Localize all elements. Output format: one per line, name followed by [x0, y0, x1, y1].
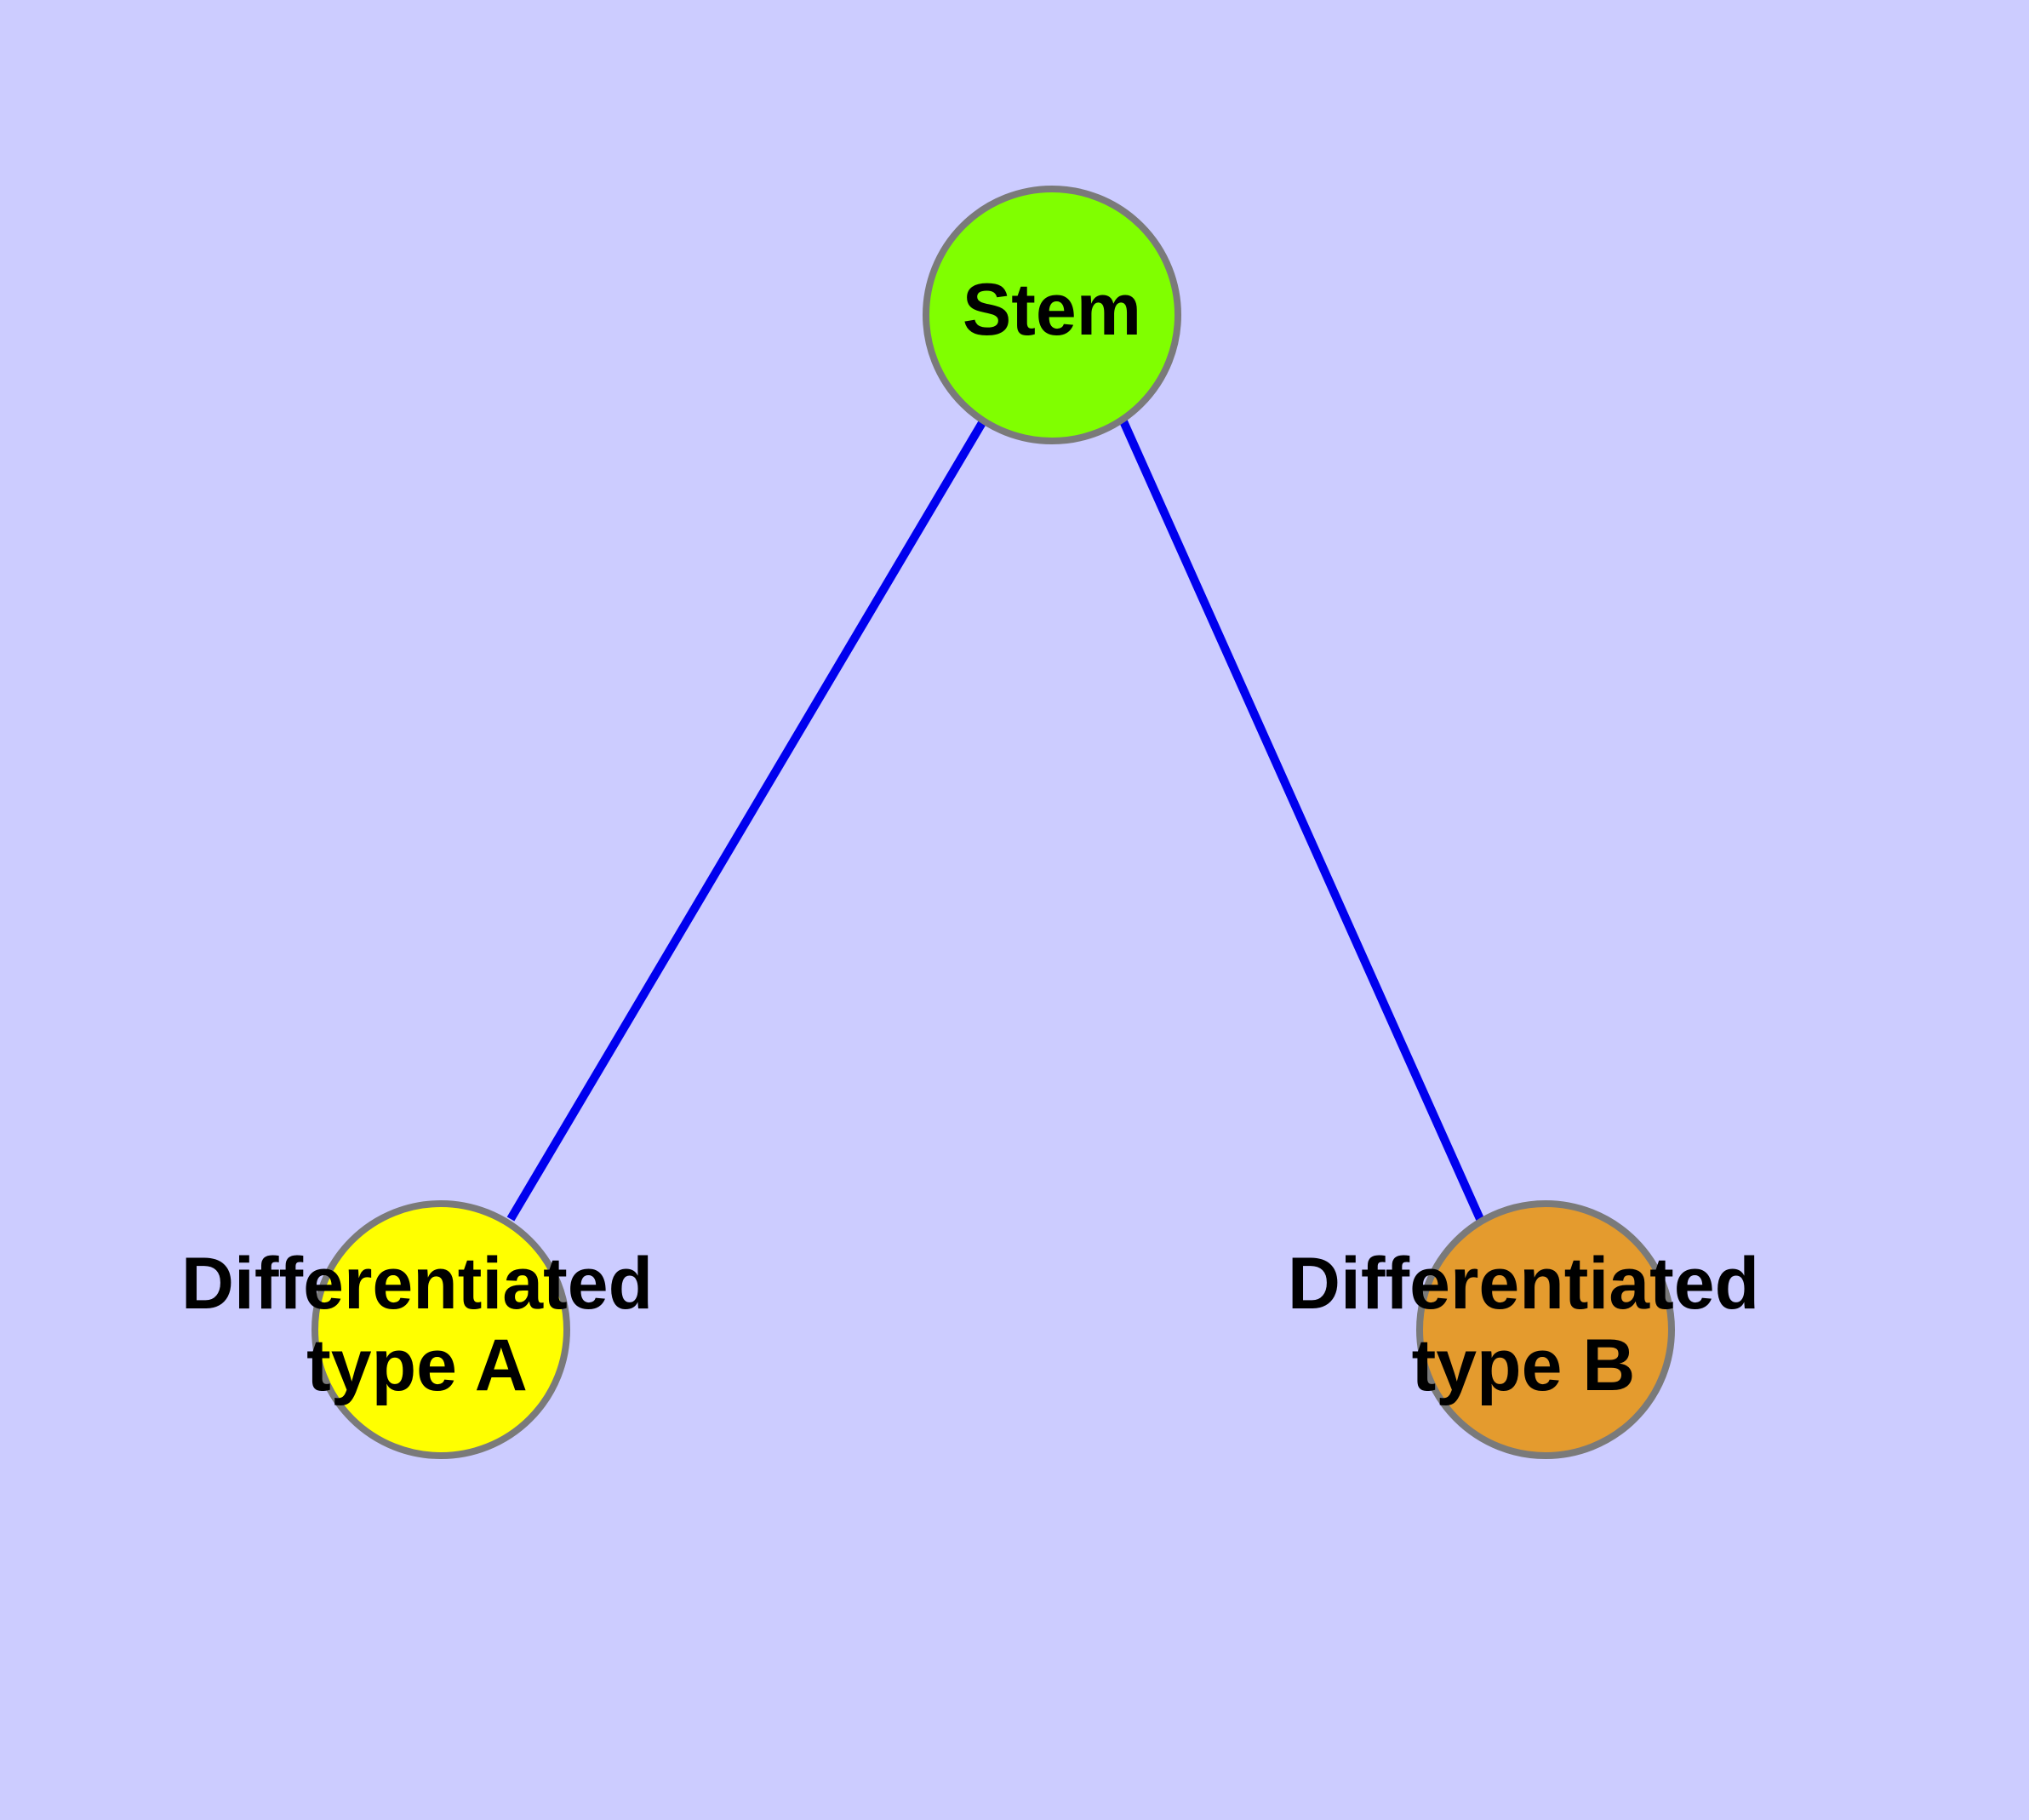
node-differentiated-type-a-circle[interactable] — [311, 1200, 570, 1459]
node-label-line: Differentiated — [1288, 1243, 1759, 1325]
node-label-line: type A — [306, 1325, 528, 1406]
node-differentiated-type-b-circle[interactable] — [1416, 1200, 1675, 1459]
edge-stem-to-differentiated-type-a[interactable] — [506, 419, 987, 1222]
node-label-line: Differentiated — [181, 1243, 653, 1325]
node-label-line: Stem — [963, 269, 1141, 351]
edges-group — [506, 419, 1484, 1222]
node-stem-circle[interactable] — [923, 186, 1181, 444]
node-stem-label: Stem — [963, 269, 1141, 351]
edge-stem-to-differentiated-type-b[interactable] — [1119, 419, 1484, 1222]
node-stem[interactable]: Stem — [923, 186, 1181, 444]
node-label-line: type B — [1412, 1325, 1636, 1406]
